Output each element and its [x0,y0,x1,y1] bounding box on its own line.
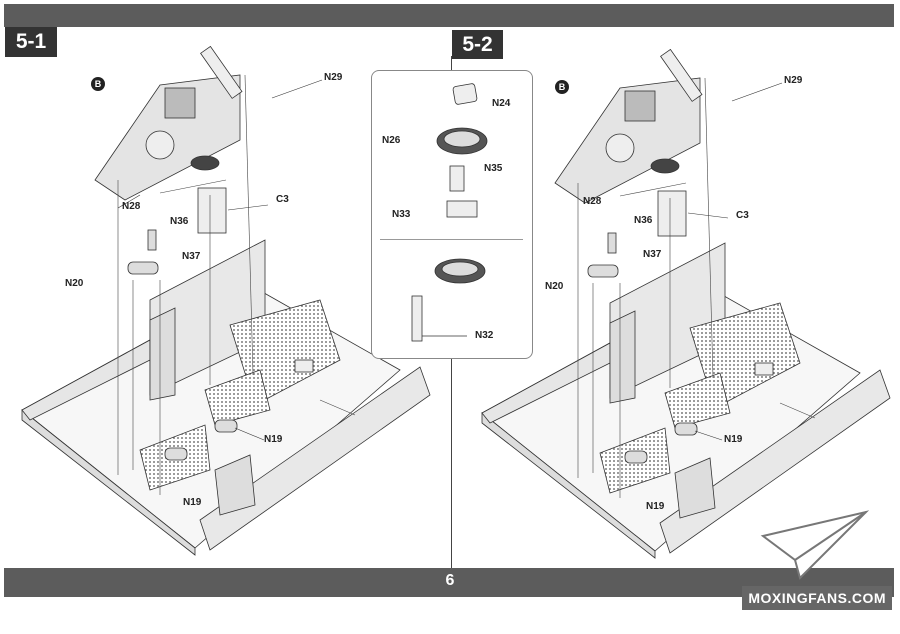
callout-n35: N35 [484,163,503,174]
callout-n36: N36 [634,215,653,226]
step-5-1-illustration [21,46,431,556]
step-5-1-badge: 5-1 [5,27,57,57]
callout-n37: N37 [643,249,662,260]
callout-n29: N29 [784,75,803,86]
callout-n28: N28 [122,201,141,212]
callout-n20: N20 [65,278,84,289]
callout-n37: N37 [182,251,201,262]
seat-subassembly-inset [371,70,533,359]
callout-n26: N26 [382,135,401,146]
callout-n19: N19 [264,434,283,445]
callout-c3: C3 [276,194,289,205]
step-5-2-badge: 5-2 [452,30,503,59]
seat-subassembly-illustration [411,83,488,342]
callout-n36: N36 [170,216,189,227]
callout-n19: N19 [724,434,743,445]
part-tree-b-marker: B [91,77,105,91]
callout-n19: N19 [646,501,665,512]
part-tree-b-marker: B [555,80,569,94]
callout-n28: N28 [583,196,602,207]
watermark: MOXINGFANS.COM [742,586,892,610]
callout-n19: N19 [183,497,202,508]
callout-n32: N32 [475,330,494,341]
callout-c3: C3 [736,210,749,221]
callout-n24: N24 [492,98,511,109]
callout-n29: N29 [324,72,343,83]
page-number: 6 [445,572,455,589]
callout-n20: N20 [545,281,564,292]
callout-n33: N33 [392,209,411,220]
inset-divider [380,239,523,240]
header-bar [4,4,894,27]
step-5-2-illustration [481,49,891,559]
